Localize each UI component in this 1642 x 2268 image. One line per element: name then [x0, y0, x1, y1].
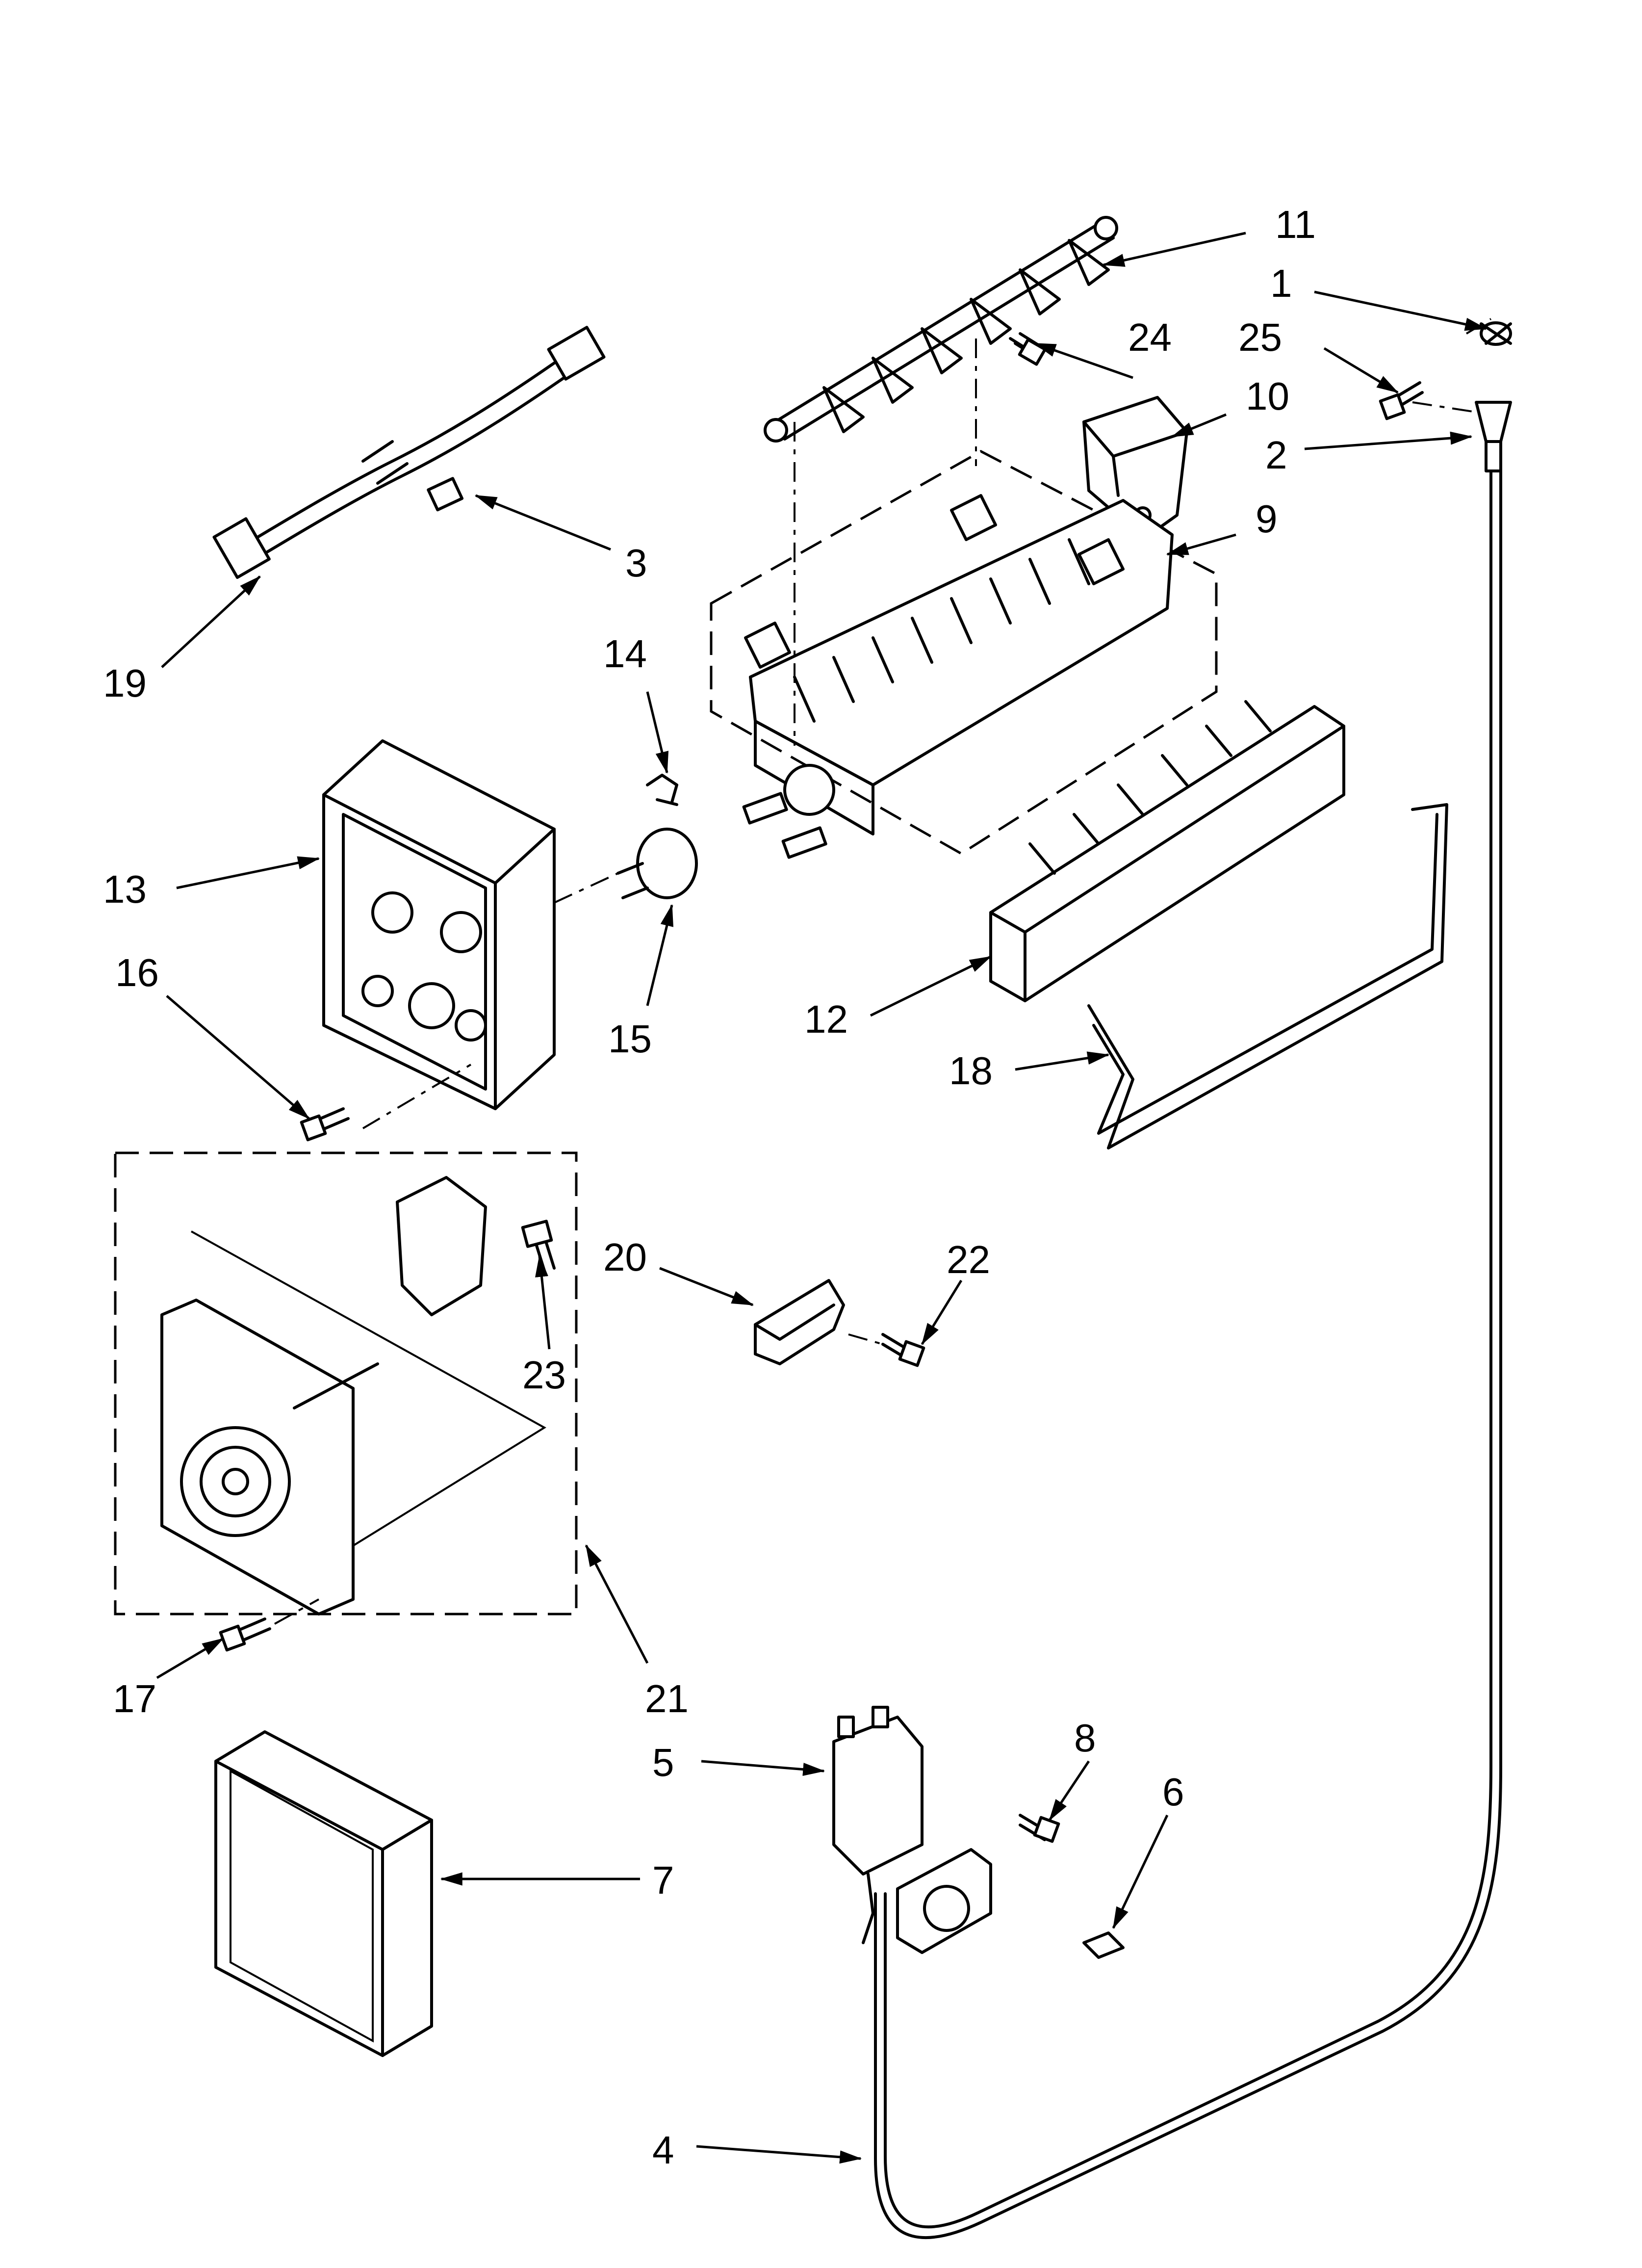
- part-9-ice-mold: [710, 450, 1218, 859]
- part-17-screw: [219, 1617, 271, 1652]
- part-24-screw: [1009, 332, 1047, 366]
- callout-17: 17: [113, 1677, 156, 1721]
- callout-18: 18: [949, 1049, 993, 1093]
- part-16-screw: [300, 1107, 350, 1142]
- alignment-lines: [274, 318, 1492, 1625]
- callout-labels: 11 1 25 24 10 2 9 3 19 14 13 16 15 12 18…: [103, 203, 1316, 2172]
- callout-21: 21: [645, 1677, 689, 1721]
- part-18-shutoff-arm: [1087, 803, 1448, 1149]
- part-22-screw: [881, 1333, 925, 1367]
- callout-24: 24: [1128, 315, 1172, 359]
- callout-6: 6: [1162, 1770, 1184, 1814]
- callout-19: 19: [103, 661, 147, 705]
- part-4-water-tube: [874, 469, 1502, 2240]
- part-19-wire-harness: [212, 326, 606, 579]
- callout-7: 7: [652, 1858, 674, 1902]
- part-1-clamp: [1480, 321, 1512, 346]
- part-20-bracket: [754, 1279, 845, 1365]
- callout-16: 16: [115, 951, 159, 994]
- callout-3: 3: [625, 541, 647, 585]
- callout-9: 9: [1256, 497, 1278, 541]
- callout-20: 20: [603, 1235, 647, 1279]
- part-21-control-module: [114, 1151, 578, 1616]
- part-8-screw: [1019, 1814, 1060, 1843]
- callout-5: 5: [652, 1741, 674, 1784]
- callout-1: 1: [1270, 261, 1292, 305]
- part-7-cover: [214, 1730, 433, 2057]
- part-15-thermostat: [616, 828, 698, 899]
- callout-15: 15: [608, 1017, 652, 1061]
- part-14-clip: [646, 774, 678, 806]
- part-11-ejector-blades: [764, 216, 1118, 443]
- callout-25: 25: [1238, 315, 1282, 359]
- callout-13: 13: [103, 867, 147, 911]
- part-25-screw: [1379, 381, 1424, 420]
- part-2-tube-fitting: [1475, 401, 1512, 472]
- callout-10: 10: [1246, 374, 1289, 418]
- callout-22: 22: [947, 1238, 990, 1281]
- part-6-clip: [1082, 1931, 1125, 1959]
- leader-arrows: [156, 232, 1488, 2164]
- callout-11: 11: [1275, 203, 1316, 246]
- part-23-screw: [521, 1220, 556, 1272]
- callout-12: 12: [804, 997, 848, 1041]
- part-13-housing: [322, 739, 556, 1110]
- part-5-water-valve: [832, 1706, 992, 1954]
- callout-23: 23: [522, 1353, 566, 1397]
- part-12-stripper: [989, 700, 1345, 1002]
- callout-2: 2: [1265, 433, 1287, 477]
- callout-4: 4: [652, 2128, 674, 2172]
- callout-8: 8: [1074, 1716, 1096, 1760]
- callout-14: 14: [603, 632, 647, 676]
